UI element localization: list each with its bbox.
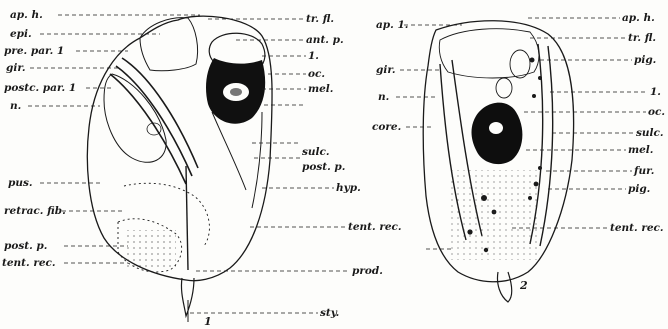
fig1-label-post-p: post. p. [4, 240, 47, 252]
fig1-label-ant-p: ant. p. [306, 34, 344, 46]
fig1-label-mel: mel. [308, 83, 333, 95]
fig2-label-oc: oc. [648, 106, 665, 118]
figure-2-number: 2 [520, 280, 528, 292]
fig2-label-n: n. [378, 91, 389, 103]
fig2-label-mel: mel. [628, 144, 653, 156]
fig2-label-1: 1. [650, 86, 661, 98]
fig1-label-1: 1. [308, 50, 319, 62]
fig1-label-gir: gir. [6, 62, 26, 74]
fig1-label-epi: epi. [10, 28, 32, 40]
fig1-label-hyp: hyp. [336, 182, 361, 194]
fig1-girdle-band [110, 74, 186, 184]
fig2-label-fur: fur. [634, 165, 654, 177]
figure-1-number: 1 [204, 316, 212, 328]
fig2-cytoplasm-granules [448, 170, 538, 260]
fig1-lens-core [230, 88, 242, 96]
fig1-girdle-band [122, 58, 198, 168]
fig1-label-tent-rec: tent. rec. [2, 257, 56, 269]
fig2-vesicle [496, 78, 512, 98]
fig1-label-sty: sty. [320, 307, 339, 319]
fig1-style [186, 166, 188, 270]
fig2-label-pig: pig. [634, 54, 656, 66]
fig2-apical-region [439, 29, 539, 78]
fig1-label-pus: pus. [8, 177, 33, 189]
fig1-label-ap-h: ap. h. [10, 9, 43, 21]
figure-2-drawing [423, 21, 573, 302]
fig2-vesicle [510, 50, 530, 78]
fig2-prod [497, 272, 511, 302]
fig1-label-retrac-fib: retrac. fib. [4, 205, 66, 217]
fig1-label-prod: prod. [352, 265, 383, 277]
fig2-label-pig-2: pig. [628, 183, 650, 195]
fig2-label-sulc: sulc. [636, 127, 664, 139]
fig1-sulcus-line [252, 112, 262, 208]
fig1-label-tent-rec-b: tent. rec. [348, 221, 402, 233]
fig1-granules [126, 230, 176, 268]
fig1-label-tr-fl: tr. fl. [306, 13, 334, 25]
fig1-label-oc: oc. [308, 68, 325, 80]
fig1-girdle-band [116, 66, 192, 176]
fig1-label-post-p-r: post. p. [302, 161, 345, 173]
fig2-label-tr-fl: tr. fl. [628, 32, 656, 44]
fig1-sulcus-line [212, 112, 246, 190]
fig2-label-ap-1: ap. 1. [376, 19, 408, 31]
fig2-lens [489, 122, 503, 134]
fig1-label-pre-par: pre. par. 1 [4, 45, 64, 57]
fig1-label-sulc: sulc. [302, 146, 330, 158]
fig2-label-core: core. [372, 121, 401, 133]
fig2-label-ap-h: ap. h. [622, 12, 655, 24]
fig2-label-tent-rec: tent. rec. [610, 222, 664, 234]
figure-1-drawing [87, 16, 272, 322]
fig1-pusule [104, 74, 166, 162]
fig1-label-n: n. [10, 100, 21, 112]
fig1-label-postc-par: postc. par. 1 [4, 82, 76, 94]
fig1-epicone [140, 18, 198, 71]
fig2-label-gir: gir. [376, 64, 396, 76]
